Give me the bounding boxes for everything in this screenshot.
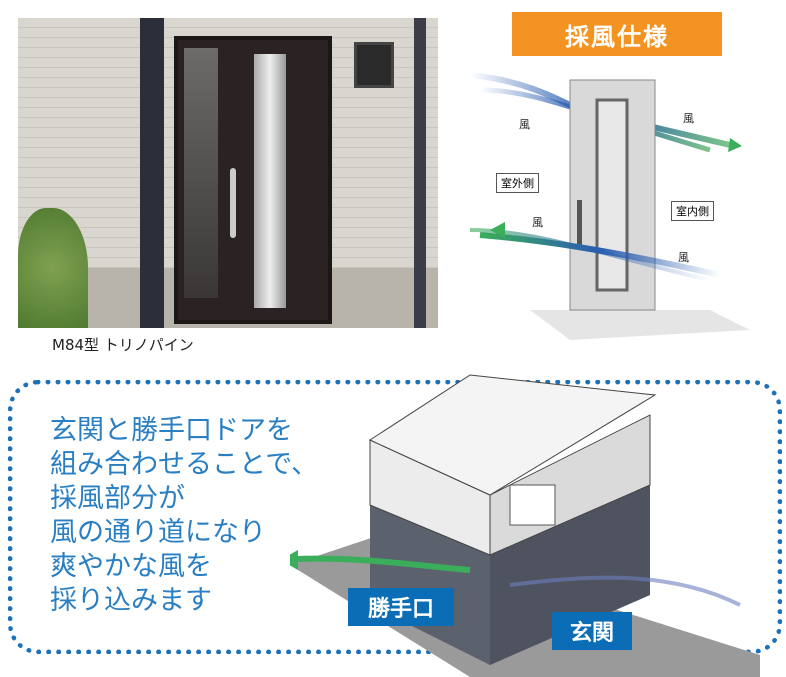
wind-label: 風: [519, 118, 530, 131]
door-photo: [18, 18, 438, 328]
entrance-label: 玄関: [552, 612, 632, 650]
message-text: 玄関と勝手口ドアを 組み合わせることで、 採風部分が 風の通り道になり 爽やかな…: [50, 414, 318, 618]
message-line: 組み合わせることで、: [50, 449, 319, 480]
wind-label: 風: [532, 216, 543, 229]
message-line: 採り込みます: [50, 585, 212, 616]
house-illustration: [290, 374, 760, 677]
photo-caption: M84型 トリノパイン: [52, 336, 194, 354]
message-line: 爽やかな風を: [50, 551, 212, 582]
wind-label: 風: [678, 251, 689, 264]
ventilation-diagram: [469, 72, 750, 340]
back-door-label: 勝手口: [348, 588, 454, 626]
message-line: 玄関と勝手口ドアを: [50, 415, 293, 446]
message-line: 風の通り道になり: [50, 517, 266, 548]
message-frame: [8, 380, 782, 654]
wind-label: 風: [683, 112, 694, 125]
inside-label: 室内側: [671, 201, 714, 221]
spec-title: 採風仕様: [512, 12, 722, 56]
message-line: 採風部分が: [50, 483, 185, 514]
outside-label: 室外側: [496, 173, 539, 193]
